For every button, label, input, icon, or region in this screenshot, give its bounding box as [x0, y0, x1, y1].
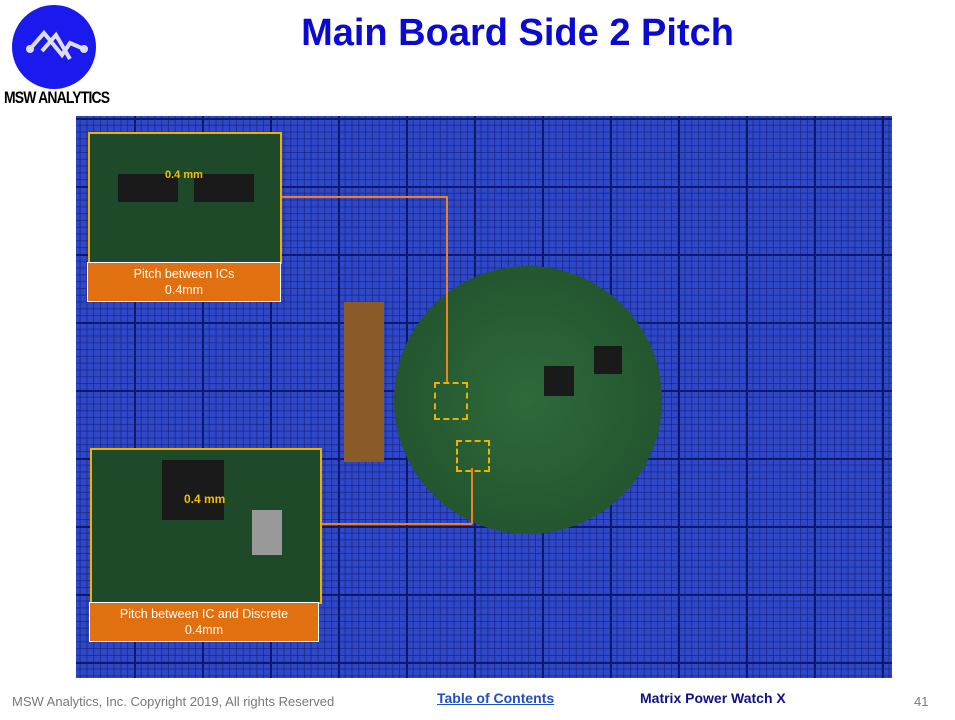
logo	[12, 5, 96, 89]
copyright: MSW Analytics, Inc. Copyright 2019, All …	[12, 694, 335, 709]
highlight-ic-pair	[434, 382, 468, 420]
dimension-label: 0.4 mm	[184, 492, 226, 506]
inset-ic-pitch-label: Pitch between ICs 0.4mm	[87, 262, 281, 302]
label-value: 0.4mm	[164, 283, 204, 297]
product-name: Matrix Power Watch X	[640, 690, 786, 706]
page-number: 41	[914, 694, 929, 709]
flex-cable	[344, 302, 384, 462]
logo-wave-icon	[26, 29, 88, 61]
inset-ic-discrete-label: Pitch between IC and Discrete 0.4mm	[89, 602, 319, 642]
board-photo: 0.4 mm Pitch between ICs 0.4mm 0.4 mm Pi…	[76, 116, 892, 678]
inset-ic-discrete-pitch: 0.4 mm	[90, 448, 322, 604]
page-title: Main Board Side 2 Pitch	[301, 12, 734, 54]
label-line: Pitch between IC and Discrete	[119, 607, 289, 621]
highlight-ic-discrete	[456, 440, 490, 472]
logo-text: MSW ANALYTICS	[4, 88, 110, 107]
table-of-contents-link[interactable]: Table of Contents	[437, 690, 555, 706]
main-board	[394, 266, 662, 534]
label-line: Pitch between ICs	[133, 267, 235, 281]
dimension-label: 0.4 mm	[165, 169, 203, 181]
inset-ic-pitch: 0.4 mm	[88, 132, 282, 264]
label-value: 0.4mm	[184, 623, 224, 637]
